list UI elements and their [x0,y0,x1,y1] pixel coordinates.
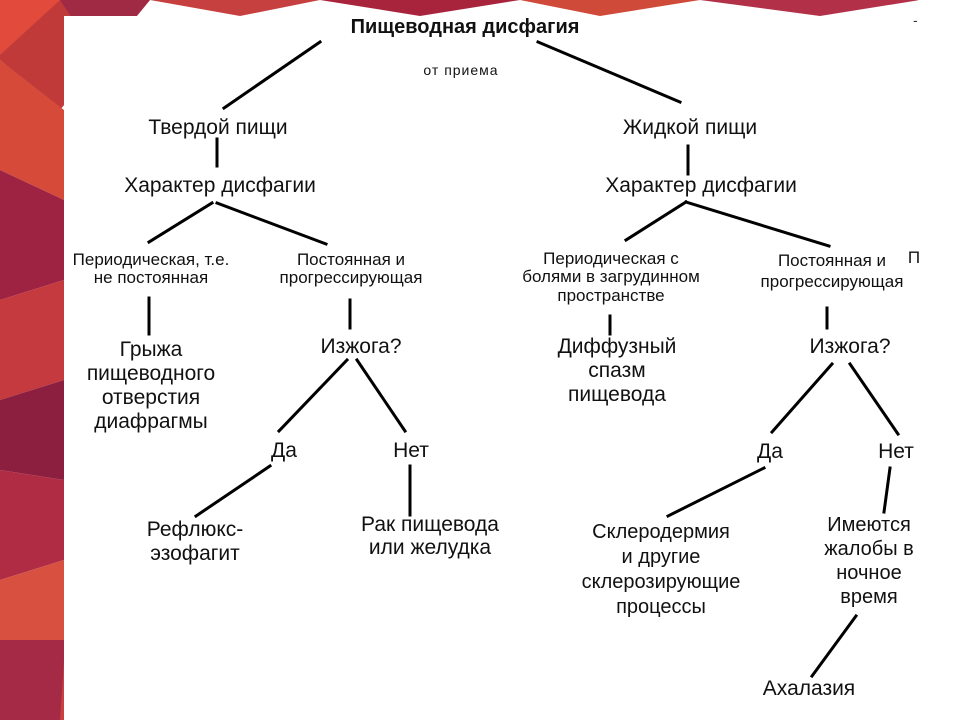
liquid-heartburn-node: Изжога? [809,335,891,358]
diagram-title: Пищеводная дисфагия [350,16,580,38]
night-complaints-node: Имеются жалобы в ночное время [824,514,914,608]
solid-no-node: Нет [393,439,429,462]
solid-food-node: Твердой пищи [148,116,288,139]
reflux-esophagitis-node: Рефлюкс- эзофагит [146,518,244,566]
liquid-constant-node: Постоянная и [777,251,887,270]
scleroderma-node: Склеродермия и другие склерозирующие про… [581,521,741,618]
diagram-area: Пищеводная дисфагия от приема Твердой пи… [64,16,921,720]
liquid-periodic-node: Периодическая с болями в загрудинном про… [522,249,700,305]
right-edge-char: П [907,248,921,267]
connector-lines [146,39,901,679]
liquid-food-node: Жидкой пищи [622,116,758,139]
solid-character-node: Характер дисфагии [124,174,316,197]
solid-constant-node: Постоянная и прогрессирующая [279,250,423,288]
corner-mark: - [913,12,918,28]
solid-yes-node: Да [271,439,297,462]
liquid-yes-node: Да [757,440,783,463]
esophageal-cancer-node: Рак пищевода или желудка [361,513,499,559]
liquid-no-node: Нет [878,440,914,463]
solid-heartburn-node: Изжога? [320,335,402,358]
solid-periodic-node: Периодическая, т.е. не постоянная [72,250,230,288]
diagram-subtitle: от приема [423,62,499,78]
diffuse-spasm-node: Диффузный спазм пищевода [557,335,677,407]
hiatal-hernia-node: Грыжа пищеводного отверстия диафрагмы [86,338,216,434]
achalasia-node: Ахалазия [762,677,856,700]
liquid-character-node: Характер дисфагии [605,174,797,197]
liquid-constant-node-line2: прогрессирующая [760,272,904,291]
